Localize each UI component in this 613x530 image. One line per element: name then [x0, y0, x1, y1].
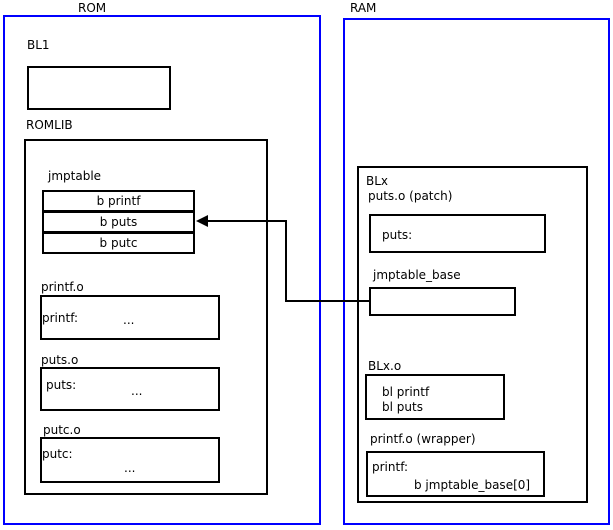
romlib-printf-body: ... [123, 313, 135, 327]
jmptable-entry-puts: b puts [42, 211, 195, 233]
jmptable-base-box [369, 287, 516, 316]
wrapper-label: printf.o (wrapper) [370, 432, 476, 446]
connector-segment-bottom [285, 300, 370, 302]
ram-region-label: RAM [350, 1, 377, 15]
bl1-label: BL1 [27, 38, 50, 52]
wrapper-instruction: b jmptable_base[0] [414, 478, 531, 492]
bl1-box [27, 66, 171, 110]
jmptable-entry-printf: b printf [42, 190, 195, 212]
blx-label: BLx [366, 174, 389, 188]
romlib-putc-o-box [40, 437, 220, 483]
jmptable-base-label: jmptable_base [373, 268, 461, 282]
romlib-printf-symbol: printf: [42, 311, 79, 325]
romlib-printf-o-label: printf.o [41, 280, 84, 294]
romlib-puts-o-label: puts.o [41, 353, 79, 367]
connector-segment-top [205, 220, 287, 222]
romlib-puts-body: ... [131, 384, 143, 398]
rom-region [3, 15, 321, 525]
blx-o-box [365, 374, 505, 420]
blx-patch-label: puts.o (patch) [368, 189, 453, 203]
romlib-putc-o-label: putc.o [43, 423, 81, 437]
blx-o-label: BLx.o [368, 359, 402, 373]
romlib-printf-o-box [40, 295, 220, 340]
jmptable-label: jmptable [48, 169, 102, 183]
blx-o-lines: bl printf bl puts [382, 385, 430, 414]
rom-region-label: ROM [78, 1, 107, 15]
connector-arrowhead-icon [196, 215, 208, 227]
connector-segment-vertical [285, 220, 287, 302]
romlib-putc-symbol: putc: [42, 447, 73, 461]
wrapper-symbol: printf: [372, 460, 409, 474]
romlib-puts-o-box [40, 367, 220, 411]
romlib-label: ROMLIB [26, 118, 73, 132]
ram-region [343, 18, 610, 525]
jmptable-entry-putc: b putc [42, 232, 195, 254]
romlib-puts-symbol: puts: [46, 378, 77, 392]
wrapper-box [366, 451, 545, 497]
romlib-putc-body: ... [124, 461, 136, 475]
blx-patch-box [369, 214, 546, 253]
blx-patch-symbol: puts: [382, 228, 413, 242]
